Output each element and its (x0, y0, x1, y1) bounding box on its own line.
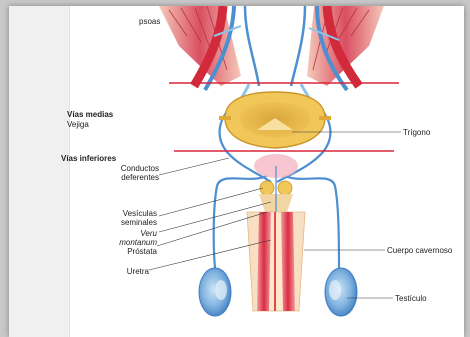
label-veru: Veru (97, 229, 157, 238)
label-deferentes: deferentes (99, 173, 159, 182)
label-trigono: Trígono (403, 128, 430, 137)
figure-card: psoas Vías medias Vejiga Vías inferiores… (9, 6, 464, 337)
label-vias-inferiores: Vías inferiores (61, 154, 116, 163)
label-uretra: Uretra (89, 267, 149, 276)
label-vias-medias: Vías medias (67, 110, 113, 119)
label-conductos: Conductos (99, 164, 159, 173)
label-psoas: psoas (139, 17, 160, 26)
bladder (219, 92, 331, 148)
testis-right (325, 268, 357, 316)
penis-shaft (247, 212, 305, 311)
urinary-tract-illustration (9, 6, 464, 337)
testis-left (199, 268, 231, 316)
prostate-region (254, 154, 298, 212)
label-vesiculas: Vesículas (97, 209, 157, 218)
label-testiculo: Testículo (395, 294, 427, 303)
label-seminales: seminales (97, 218, 157, 227)
label-cuerpo-cavernoso: Cuerpo cavernoso (387, 246, 452, 255)
label-vejiga: Vejiga (67, 120, 89, 129)
label-montanum: montanum (97, 238, 157, 247)
label-prostata: Próstata (97, 247, 157, 256)
